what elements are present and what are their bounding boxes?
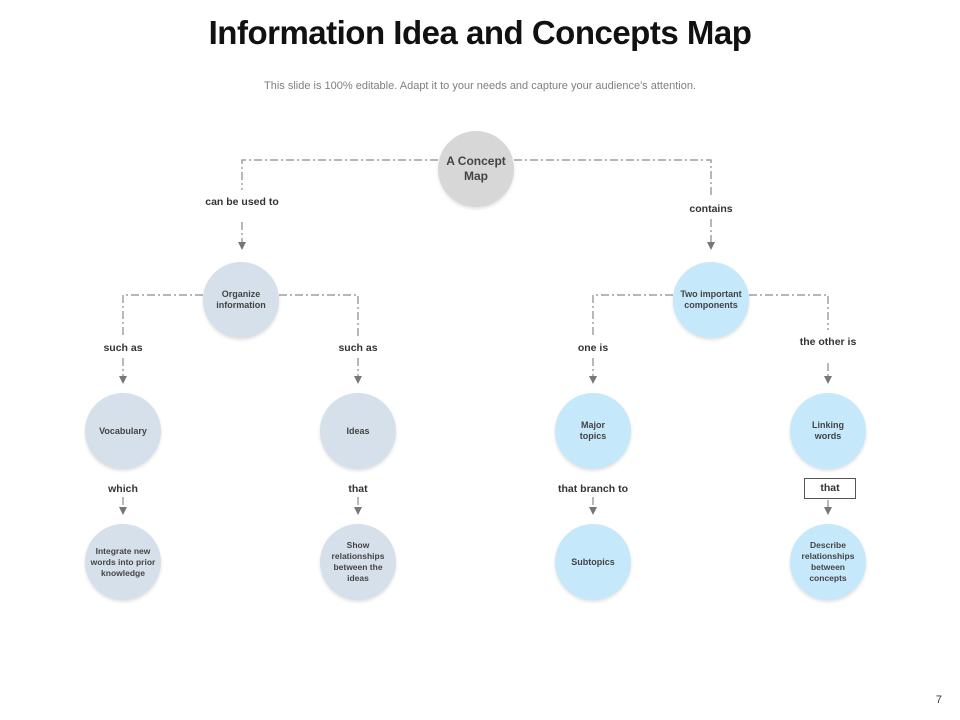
- node-organize-information: Organize information: [203, 262, 279, 338]
- node-label: Two important components: [680, 289, 742, 310]
- node-label: A Concept Map: [446, 154, 506, 183]
- node-ideas: Ideas: [320, 393, 396, 469]
- node-two-important-components: Two important components: [673, 262, 749, 338]
- connector-root-right: [514, 159, 712, 197]
- node-a-concept-map: A Concept Map: [438, 131, 514, 207]
- node-vocabulary: Vocabulary: [85, 393, 161, 469]
- node-label: Subtopics: [571, 556, 615, 567]
- link-label-which: which: [108, 483, 138, 495]
- page-subtitle: This slide is 100% editable. Adapt it to…: [264, 80, 696, 92]
- node-label: Describe relationships between concepts: [801, 540, 855, 583]
- node-label: Vocabulary: [99, 425, 147, 436]
- node-label: Linking words: [812, 420, 844, 441]
- node-subtopics: Subtopics: [555, 524, 631, 600]
- link-label-such-as-right: such as: [338, 342, 378, 354]
- connector-components-left: [592, 294, 673, 336]
- page-number: 7: [935, 694, 942, 706]
- link-label-such-as-left: such as: [103, 342, 143, 354]
- connector-organize-right: [279, 294, 359, 336]
- link-label-that-ideas: that: [348, 483, 368, 495]
- node-label: Show relationships between the ideas: [331, 540, 385, 583]
- node-label: Integrate new words into prior knowledge: [90, 545, 156, 578]
- connector-organize-left: [122, 294, 203, 336]
- link-label-contains: contains: [689, 203, 733, 215]
- node-major-topics: Major topics: [555, 393, 631, 469]
- node-label: Organize information: [216, 289, 266, 310]
- link-label-that-branch-to: that branch to: [558, 483, 628, 495]
- node-show-relationships: Show relationships between the ideas: [320, 524, 396, 600]
- link-label-one-is: one is: [577, 342, 609, 354]
- node-label: Major topics: [579, 420, 607, 441]
- link-label-can-be-used-to: can be used to: [205, 196, 279, 208]
- connector-root-left: [241, 159, 438, 190]
- node-label: Ideas: [346, 425, 370, 436]
- connector-components-right: [749, 294, 829, 330]
- node-integrate-new-words: Integrate new words into prior knowledge: [85, 524, 161, 600]
- link-label-that-linking: that: [804, 478, 856, 499]
- node-linking-words: Linking words: [790, 393, 866, 469]
- link-label-the-other-is: the other is: [799, 336, 857, 348]
- node-describe-relationships: Describe relationships between concepts: [790, 524, 866, 600]
- page-title: Information Idea and Concepts Map: [208, 14, 752, 51]
